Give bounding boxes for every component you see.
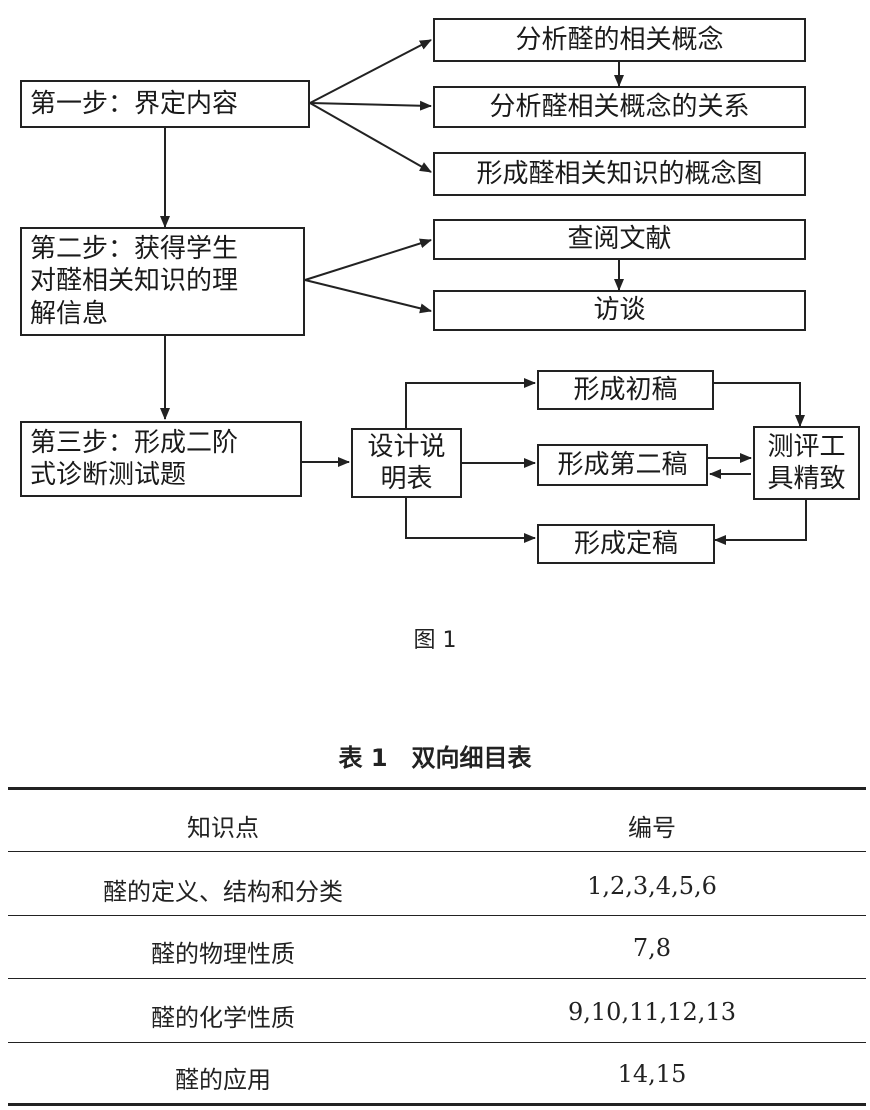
literature-box: 查阅文献 xyxy=(433,219,806,260)
table-header-knowledge: 知识点 xyxy=(187,814,259,842)
final-draft-label: 形成定稿 xyxy=(573,528,678,559)
flowchart-connectors xyxy=(160,39,807,545)
table-row-rule-3 xyxy=(8,1042,866,1043)
table-row-1-knowledge: 醛的定义、结构和分类 xyxy=(103,878,343,906)
step3-line-2: 式诊断测试题 xyxy=(30,460,187,490)
step2-line-1: 第二步：获得学生 xyxy=(30,233,239,264)
table-row-3-knowledge: 醛的化学性质 xyxy=(151,1004,295,1032)
arrow-design-to-first-draft xyxy=(405,378,536,428)
analyze-concept-label: 分析醛的相关概念 xyxy=(515,24,724,55)
design-table-box: 设计说 明表 xyxy=(351,428,462,498)
final-draft-box: 形成定稿 xyxy=(537,524,715,564)
step1-label: 第一步：界定内容 xyxy=(30,88,239,119)
interview-box: 访谈 xyxy=(433,290,806,331)
step3-line-1: 第三步：形成二阶 xyxy=(30,427,239,458)
concept-map-label: 形成醛相关知识的概念图 xyxy=(476,158,763,189)
arrow-design-to-final-draft xyxy=(405,498,536,543)
table-row-3-number: 9,10,11,12,13 xyxy=(568,998,736,1026)
table-row-rule-2 xyxy=(8,978,866,979)
table-title: 表 1 双向细目表 xyxy=(338,744,532,772)
refine-line-2: 具精致 xyxy=(767,464,846,494)
table-row-4-number: 14,15 xyxy=(617,1060,687,1088)
interview-label: 访谈 xyxy=(593,295,646,326)
step3-box: 第三步：形成二阶 式诊断测试题 xyxy=(20,421,302,497)
analyze-relation-box: 分析醛相关概念的关系 xyxy=(433,86,806,128)
arrow-refine-to-final-draft xyxy=(714,500,807,545)
step2-box: 第二步：获得学生 对醛相关知识的理 解信息 xyxy=(20,227,305,336)
first-draft-label: 形成初稿 xyxy=(573,374,678,405)
second-draft-label: 形成第二稿 xyxy=(557,449,688,480)
table-bottom-rule xyxy=(8,1103,866,1106)
concept-map-box: 形成醛相关知识的概念图 xyxy=(433,152,806,196)
arrow-first-draft-to-refine xyxy=(714,382,805,427)
analyze-relation-label: 分析醛相关概念的关系 xyxy=(489,91,750,122)
design-table-line-2: 明表 xyxy=(380,464,433,494)
first-draft-box: 形成初稿 xyxy=(537,370,714,410)
table-row-2-knowledge: 醛的物理性质 xyxy=(151,940,295,968)
design-table-line-1: 设计说 xyxy=(367,431,446,462)
step1-box: 第一步：界定内容 xyxy=(20,80,310,128)
table-top-rule xyxy=(8,787,866,790)
figure-caption: 图 1 xyxy=(413,628,457,653)
table-row-4-knowledge: 醛的应用 xyxy=(175,1066,271,1094)
table-row-1-number: 1,2,3,4,5,6 xyxy=(587,872,717,900)
table-row-rule-1 xyxy=(8,915,866,916)
arrow-step1-to-concept xyxy=(309,39,432,104)
arrow-step1-to-relation xyxy=(309,100,432,111)
second-draft-box: 形成第二稿 xyxy=(537,444,708,486)
arrow-step1-to-map xyxy=(309,102,432,173)
table-header-number: 编号 xyxy=(628,814,676,842)
table-row-2-number: 7,8 xyxy=(632,934,672,962)
arrow-step2-to-literature xyxy=(304,238,432,281)
analyze-concept-box: 分析醛的相关概念 xyxy=(433,18,806,62)
literature-label: 查阅文献 xyxy=(567,224,672,255)
table-header-rule xyxy=(8,851,866,852)
step2-line-3: 解信息 xyxy=(30,298,109,329)
refine-tool-box: 测评工 具精致 xyxy=(753,426,860,500)
arrow-step2-to-interview xyxy=(304,279,432,314)
refine-line-1: 测评工 xyxy=(767,431,846,462)
step2-line-2: 对醛相关知识的理 xyxy=(30,266,239,297)
